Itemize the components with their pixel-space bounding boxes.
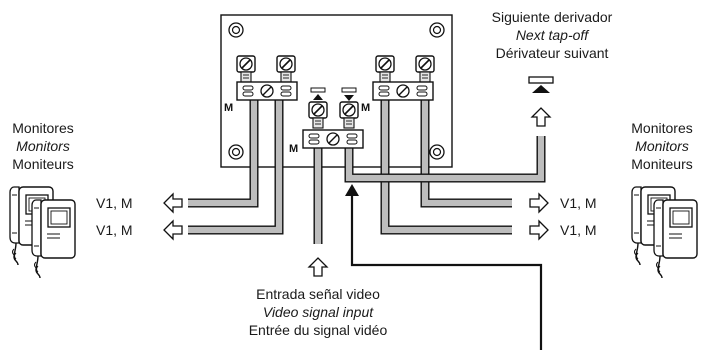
terminal-block-center: M — [289, 87, 364, 155]
screw-terminal-icon — [415, 55, 435, 83]
intercom-monitor-icon — [653, 199, 698, 279]
cable-right-bottom — [380, 100, 512, 235]
svg-text:Entrée du signal vidéo: Entrée du signal vidéo — [249, 322, 388, 338]
terminal-label-m: M — [289, 143, 298, 155]
svg-text:Moniteurs: Moniteurs — [631, 156, 692, 172]
cable-left-bottom — [188, 100, 284, 235]
screw-terminal-icon — [375, 55, 395, 83]
svg-text:Moniteurs: Moniteurs — [12, 156, 73, 172]
arrow-up-icon — [308, 257, 328, 277]
next-tapoff-label: Siguiente derivador Next tap-off Dérivat… — [492, 9, 613, 61]
arrow-right-icon — [529, 193, 549, 213]
cables — [188, 100, 546, 244]
svg-text:Entrada señal video: Entrada señal video — [256, 286, 380, 302]
tapoff-enclosure — [220, 14, 453, 168]
svg-text:Siguiente derivador: Siguiente derivador — [492, 9, 613, 25]
svg-text:Monitores: Monitores — [12, 120, 73, 136]
screw-terminal-icon — [276, 55, 296, 83]
screw-terminal-icon — [339, 101, 359, 129]
screw-terminal-icon — [308, 101, 328, 129]
svg-text:Next tap-off: Next tap-off — [516, 27, 590, 43]
insert-arrow-icon — [532, 85, 550, 93]
video-input-label: Entrada señal video Video signal input E… — [249, 286, 388, 338]
corner-screw-icon — [228, 144, 244, 160]
screw-terminal-icon — [236, 55, 256, 83]
arrow-left-icon — [163, 193, 183, 213]
corner-screw-icon — [429, 144, 445, 160]
video-signal-line — [345, 184, 543, 350]
arrow-left-icon — [163, 220, 183, 240]
monitors-right-label: Monitores Monitors Moniteurs — [631, 120, 692, 172]
terminal-label-m: M — [224, 102, 233, 114]
terminal-block-left: M — [224, 55, 298, 114]
next-tapoff-connector — [528, 76, 554, 127]
arrow-right-icon — [529, 220, 549, 240]
arrow-up-icon — [531, 107, 551, 127]
terminal-label-m: M — [361, 102, 370, 114]
svg-text:Monitors: Monitors — [16, 138, 70, 154]
intercom-monitor-icon — [31, 199, 76, 279]
output-label-left-top: V1, M — [96, 195, 133, 211]
svg-text:Video signal input: Video signal input — [263, 304, 374, 320]
output-label-left-bottom: V1, M — [96, 222, 133, 238]
corner-screw-icon — [228, 22, 244, 38]
insert-arrow-icon — [341, 87, 357, 101]
svg-text:Monitors: Monitors — [635, 138, 689, 154]
svg-text:Dérivateur suivant: Dérivateur suivant — [496, 45, 609, 61]
corner-screw-icon — [429, 22, 445, 38]
terminal-block-right: M — [361, 55, 435, 114]
cable-next-tapoff — [344, 136, 546, 183]
arrowhead-icon — [345, 184, 359, 196]
bus-block — [236, 81, 298, 101]
output-label-right-top: V1, M — [560, 195, 597, 211]
svg-text:Monitores: Monitores — [631, 120, 692, 136]
monitors-left-label: Monitores Monitors Moniteurs — [12, 120, 73, 172]
insert-arrow-icon — [310, 87, 326, 100]
bus-block — [372, 81, 434, 101]
output-label-right-bottom: V1, M — [560, 222, 597, 238]
bus-block — [302, 129, 364, 149]
